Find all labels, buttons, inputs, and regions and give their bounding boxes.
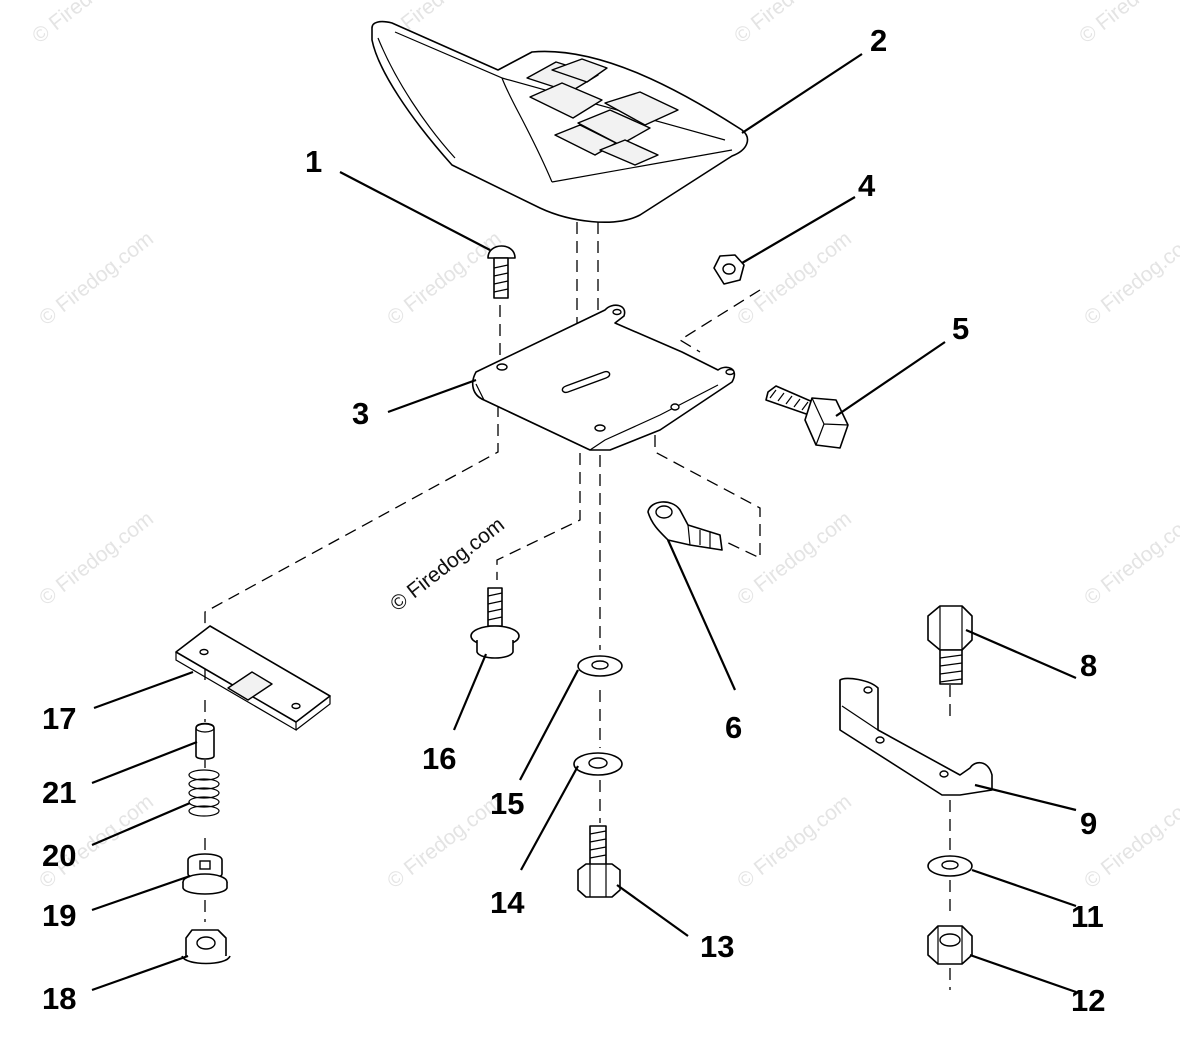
washer-part-15 (577, 655, 623, 677)
callout-1: 1 (305, 144, 323, 179)
callout-19: 19 (42, 898, 77, 933)
pin-part-21 (195, 722, 215, 760)
bracket-part-9 (839, 677, 993, 796)
hex-nut-part-4 (713, 254, 745, 285)
hex-bolt-part-5 (765, 385, 849, 449)
callout-20: 20 (42, 838, 77, 873)
callout-16: 16 (422, 741, 457, 776)
flange-bolt-part-16 (470, 587, 520, 659)
lock-washer-part-14 (573, 752, 623, 776)
bracket-part-17 (175, 625, 331, 732)
hex-bolt-part-8 (927, 605, 973, 685)
callout-18: 18 (42, 981, 77, 1016)
callout-21: 21 (42, 775, 77, 810)
seat-plate-part-3 (471, 304, 736, 451)
callout-4: 4 (858, 168, 876, 203)
carriage-bolt-part-1 (487, 245, 516, 299)
bushing-part-19 (182, 853, 228, 895)
callout-5: 5 (952, 311, 970, 346)
callout-6: 6 (725, 710, 743, 745)
lock-nut-part-12 (927, 925, 973, 965)
spring-part-20 (188, 769, 220, 817)
leader-lines (91, 53, 1077, 994)
washer-part-11 (927, 855, 973, 877)
hex-bolt-part-13 (577, 825, 621, 898)
callout-2: 2 (870, 23, 888, 58)
callout-12: 12 (1071, 983, 1106, 1018)
callout-15: 15 (490, 786, 525, 821)
callout-14: 14 (490, 885, 525, 920)
callout-17: 17 (42, 701, 77, 736)
callout-9: 9 (1080, 806, 1098, 841)
callout-11: 11 (1071, 899, 1104, 934)
callout-13: 13 (700, 929, 735, 964)
flange-nut-part-18 (181, 929, 231, 965)
callout-3: 3 (352, 396, 370, 431)
cable-clip-part-6 (647, 501, 723, 551)
callout-8: 8 (1080, 648, 1098, 683)
seat-part-2 (371, 20, 749, 223)
